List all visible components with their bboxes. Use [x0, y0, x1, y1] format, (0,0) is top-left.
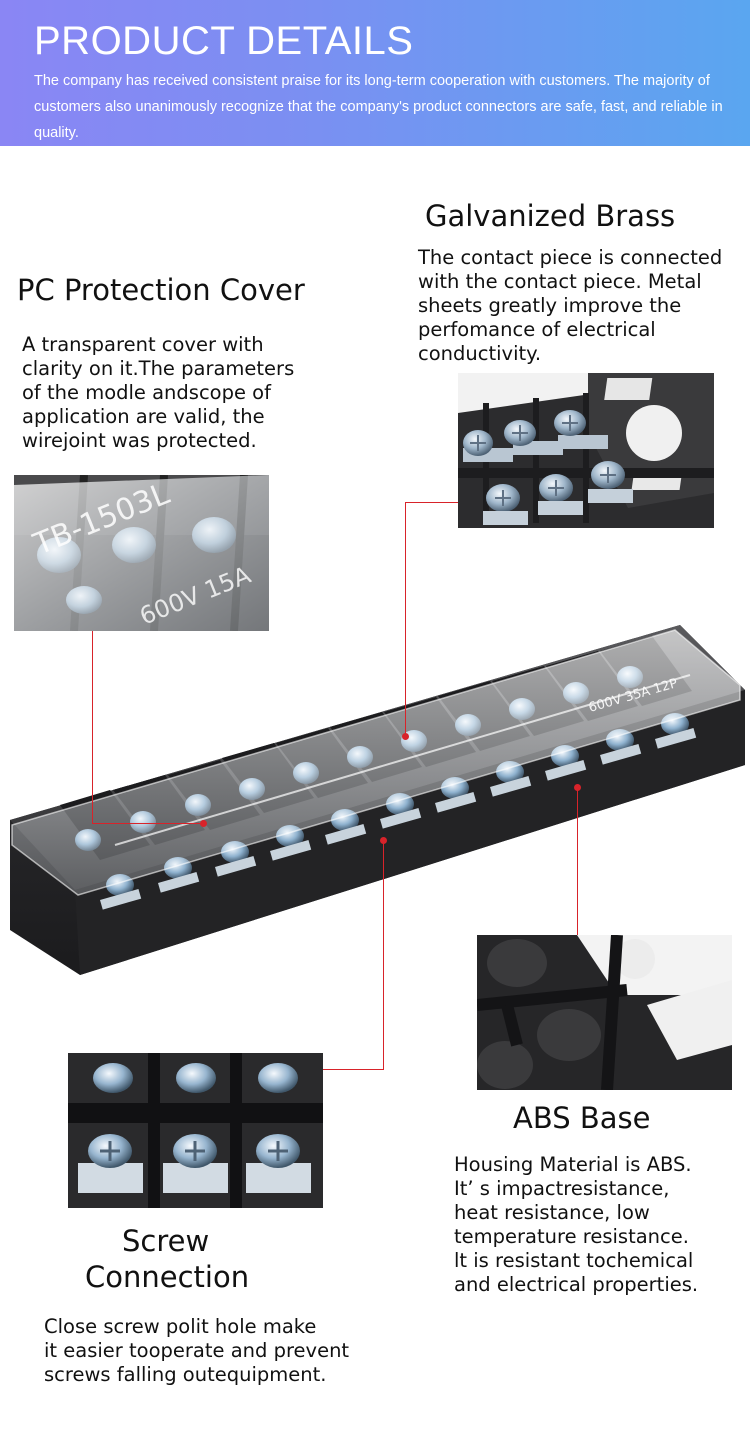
leader-pc-v [92, 631, 93, 824]
abs-base-text: Housing Material is ABS. It’ s impactres… [454, 1153, 699, 1296]
leader-galvanized-dot [402, 733, 409, 740]
galvanized-brass-text: The contact piece is connected with the … [418, 246, 723, 365]
screw-connection-title-line1: Screw [122, 1224, 210, 1258]
leader-galvanized-v [405, 502, 406, 737]
leader-screw-v [383, 840, 384, 1070]
header-intro: The company has received consistent prai… [34, 73, 723, 141]
abs-base-photo [477, 935, 732, 1090]
leader-screw-h [323, 1069, 384, 1070]
header-banner: PRODUCT DETAILS The company has received… [0, 0, 750, 146]
pc-cover-photo: TB-1503L 600V 15A [14, 475, 269, 631]
screw-connection-text: Close screw polit hole make it easier to… [44, 1315, 350, 1386]
leader-abs-dot [574, 784, 581, 791]
galvanized-brass-photo [458, 373, 714, 528]
leader-galvanized-h [405, 502, 458, 503]
galvanized-brass-title: Galvanized Brass [425, 199, 676, 233]
pc-cover-title: PC Protection Cover [17, 273, 305, 307]
screw-connection-title-line2: Connection [85, 1260, 250, 1294]
leader-pc-h [92, 823, 204, 824]
page-title: PRODUCT DETAILS [34, 19, 414, 63]
leader-screw-dot [380, 837, 387, 844]
leader-abs-v [577, 787, 578, 935]
abs-base-title: ABS Base [513, 1101, 651, 1135]
screw-connection-photo [68, 1053, 323, 1208]
pc-cover-text: A transparent cover with clarity on it.T… [22, 333, 295, 452]
terminal-block-photo: 600V 35A 12P [0, 600, 750, 990]
leader-pc-dot [200, 820, 207, 827]
